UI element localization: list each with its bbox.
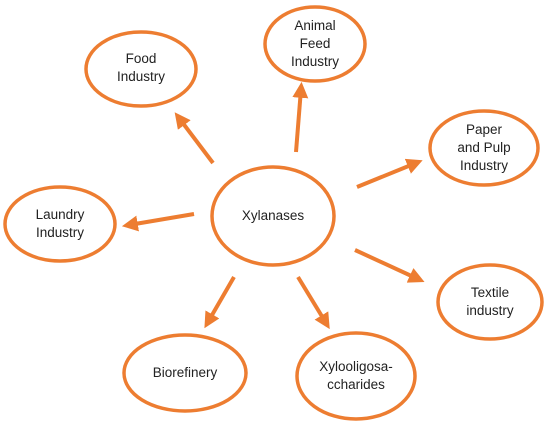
food-industry-label: Food Industry [116,51,166,84]
arrow-to-food-industry [174,112,215,165]
animal-feed-industry-ellipse [263,5,367,83]
xylooligosaccharides-ellipse [295,331,417,421]
arrow-to-laundry-industry [121,212,195,232]
animal-feed-industry-label: Animal Feed Industry [290,18,340,69]
textile-industry-ellipse [436,263,544,341]
arrow-to-animal-feed-industry [292,81,309,153]
arrow-to-biorefinery [204,275,236,329]
biorefinery-label: Biorefinery [152,365,218,380]
center-node-ellipse [210,165,336,267]
arrow-to-xylooligosaccharides [296,275,330,330]
food-industry-ellipse [84,30,198,108]
biorefinery-ellipse [122,333,248,413]
paper-and-pulp-industry-label: Paper and Pulp Industry [457,122,511,173]
laundry-industry-label: Laundry Industry [35,207,85,240]
xylooligosaccharides-label: Xylooligosa- ccharides [319,359,393,392]
arrow-to-paper-and-pulp-industry [356,158,423,189]
laundry-industry-ellipse [3,185,117,263]
paper-and-pulp-industry-ellipse [428,109,540,187]
center-node-label: Xylanases [241,208,305,223]
textile-industry-label: Textile industry [466,285,514,318]
arrow-to-textile-industry [354,248,425,283]
